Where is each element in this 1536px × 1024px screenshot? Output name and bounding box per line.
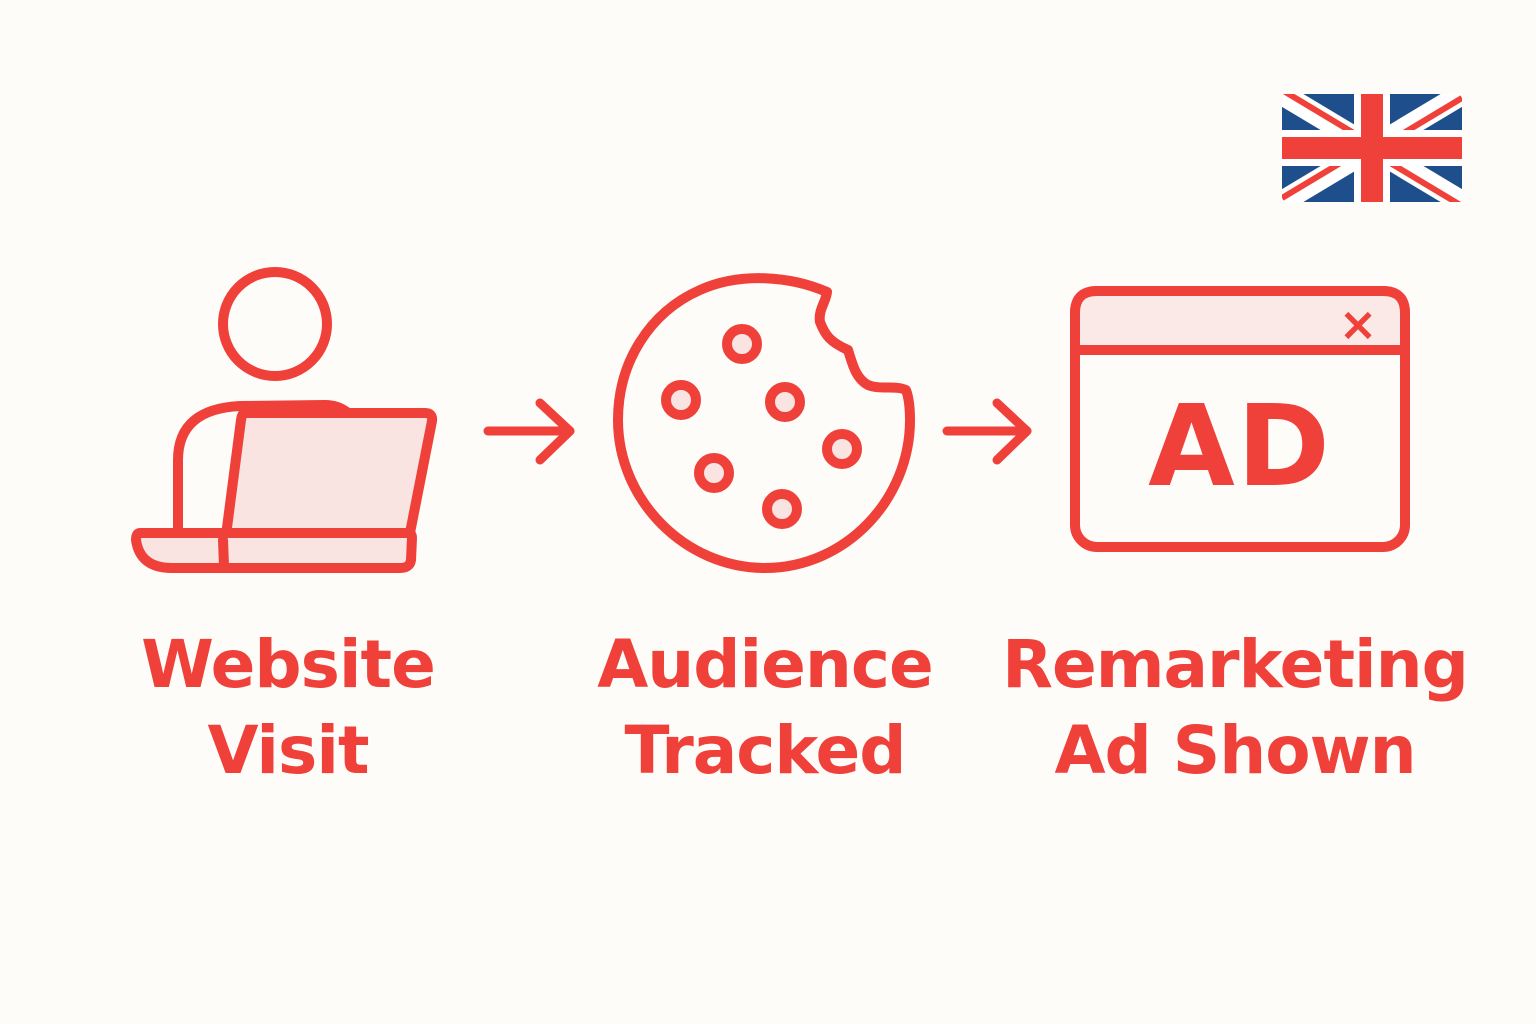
step-label-website-visit: Website Visit (88, 622, 488, 794)
label-line-1: Audience (597, 626, 934, 703)
step-label-audience-tracked: Audience Tracked (560, 622, 970, 794)
ad-text: AD (1148, 382, 1332, 512)
browser-ad-icon: × AD (1070, 286, 1410, 552)
label-line-1: Website (141, 626, 436, 703)
label-line-2: Visit (207, 712, 370, 789)
person-laptop-icon (130, 265, 440, 580)
arrow-right-icon (942, 397, 1037, 467)
close-icon: × (1338, 297, 1378, 351)
uk-flag-icon (1282, 94, 1462, 202)
cookie-icon (605, 265, 925, 580)
step-label-remarketing-ad-shown: Remarketing Ad Shown (1000, 622, 1470, 794)
label-line-1: Remarketing (1002, 626, 1469, 703)
arrow-right-icon (483, 397, 578, 467)
label-line-2: Tracked (624, 712, 906, 789)
label-line-2: Ad Shown (1054, 712, 1416, 789)
